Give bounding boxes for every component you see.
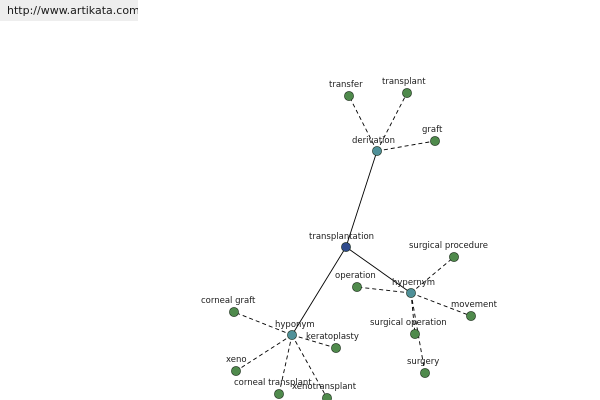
word-label-keratoplasty[interactable]: keratoplasty [306, 332, 359, 342]
word-node-xenotransplant[interactable] [322, 393, 332, 400]
root-node-transplantation[interactable] [341, 242, 351, 252]
word-node-graft[interactable] [430, 136, 440, 146]
edge-hypernym-movement [410, 292, 472, 317]
edge-hyponym-xeno [235, 334, 293, 372]
word-label-surgical-procedure[interactable]: surgical procedure [409, 241, 488, 251]
edge-hyponym-keratoplasty [291, 334, 337, 349]
word-node-keratoplasty[interactable] [331, 343, 341, 353]
word-node-surgical-operation[interactable] [410, 329, 420, 339]
edge-derivation-transfer [348, 95, 378, 152]
edge-hypernym-operation [356, 286, 412, 294]
word-node-surgery[interactable] [420, 368, 430, 378]
graph-labels: transplantation derivation hypernym hyponym… [201, 77, 498, 392]
word-label-xeno[interactable]: xeno [226, 355, 247, 365]
edge-transplantation-derivation [345, 150, 378, 248]
word-node-operation[interactable] [352, 282, 362, 292]
relation-label-hypernym[interactable]: hypernym [392, 278, 435, 288]
word-label-surgery[interactable]: surgery [407, 357, 439, 367]
edge-transplantation-hypernym [345, 246, 412, 294]
edge-derivation-graft [376, 140, 436, 152]
graph-edges [233, 92, 472, 399]
site-url-link[interactable]: http://www.artikata.com [7, 4, 138, 17]
word-node-corneal-transplant[interactable] [274, 389, 284, 399]
word-label-corneal-graft[interactable]: corneal graft [201, 296, 256, 306]
edge-hyponym-corneal-graft [233, 311, 293, 336]
word-node-transplant[interactable] [402, 88, 412, 98]
word-node-surgical-procedure[interactable] [449, 252, 459, 262]
word-node-xeno[interactable] [231, 366, 241, 376]
word-label-xenotransplant[interactable]: xenotransplant [292, 382, 357, 392]
word-label-transfer[interactable]: transfer [329, 80, 363, 90]
edge-derivation-transplant [376, 92, 408, 152]
relation-node-derivation[interactable] [372, 146, 382, 156]
root-label-transplantation[interactable]: transplantation [309, 232, 374, 242]
word-node-transfer[interactable] [344, 91, 354, 101]
relation-label-hyponym[interactable]: hyponym [275, 320, 315, 330]
word-label-graft[interactable]: graft [422, 125, 443, 135]
relation-node-hypernym[interactable] [406, 288, 416, 298]
word-node-movement[interactable] [466, 311, 476, 321]
edge-hyponym-corneal-transplant [278, 334, 293, 395]
word-label-transplant[interactable]: transplant [382, 77, 426, 87]
relation-label-derivation[interactable]: derivation [352, 136, 395, 146]
word-node-corneal-graft[interactable] [229, 307, 239, 317]
edge-hypernym-surgical-procedure [410, 256, 455, 294]
word-label-surgical-operation[interactable]: surgical operation [370, 318, 447, 328]
word-label-movement[interactable]: movement [451, 300, 498, 310]
word-label-corneal-transplant[interactable]: corneal transplant [234, 378, 312, 388]
relation-node-hyponym[interactable] [287, 330, 297, 340]
edge-hyponym-xenotransplant [291, 334, 328, 399]
graph-nodes [229, 88, 476, 400]
word-label-operation[interactable]: operation [335, 271, 376, 281]
site-url-banner[interactable]: http://www.artikata.com [0, 0, 138, 21]
edge-transplantation-hyponym [291, 246, 347, 336]
